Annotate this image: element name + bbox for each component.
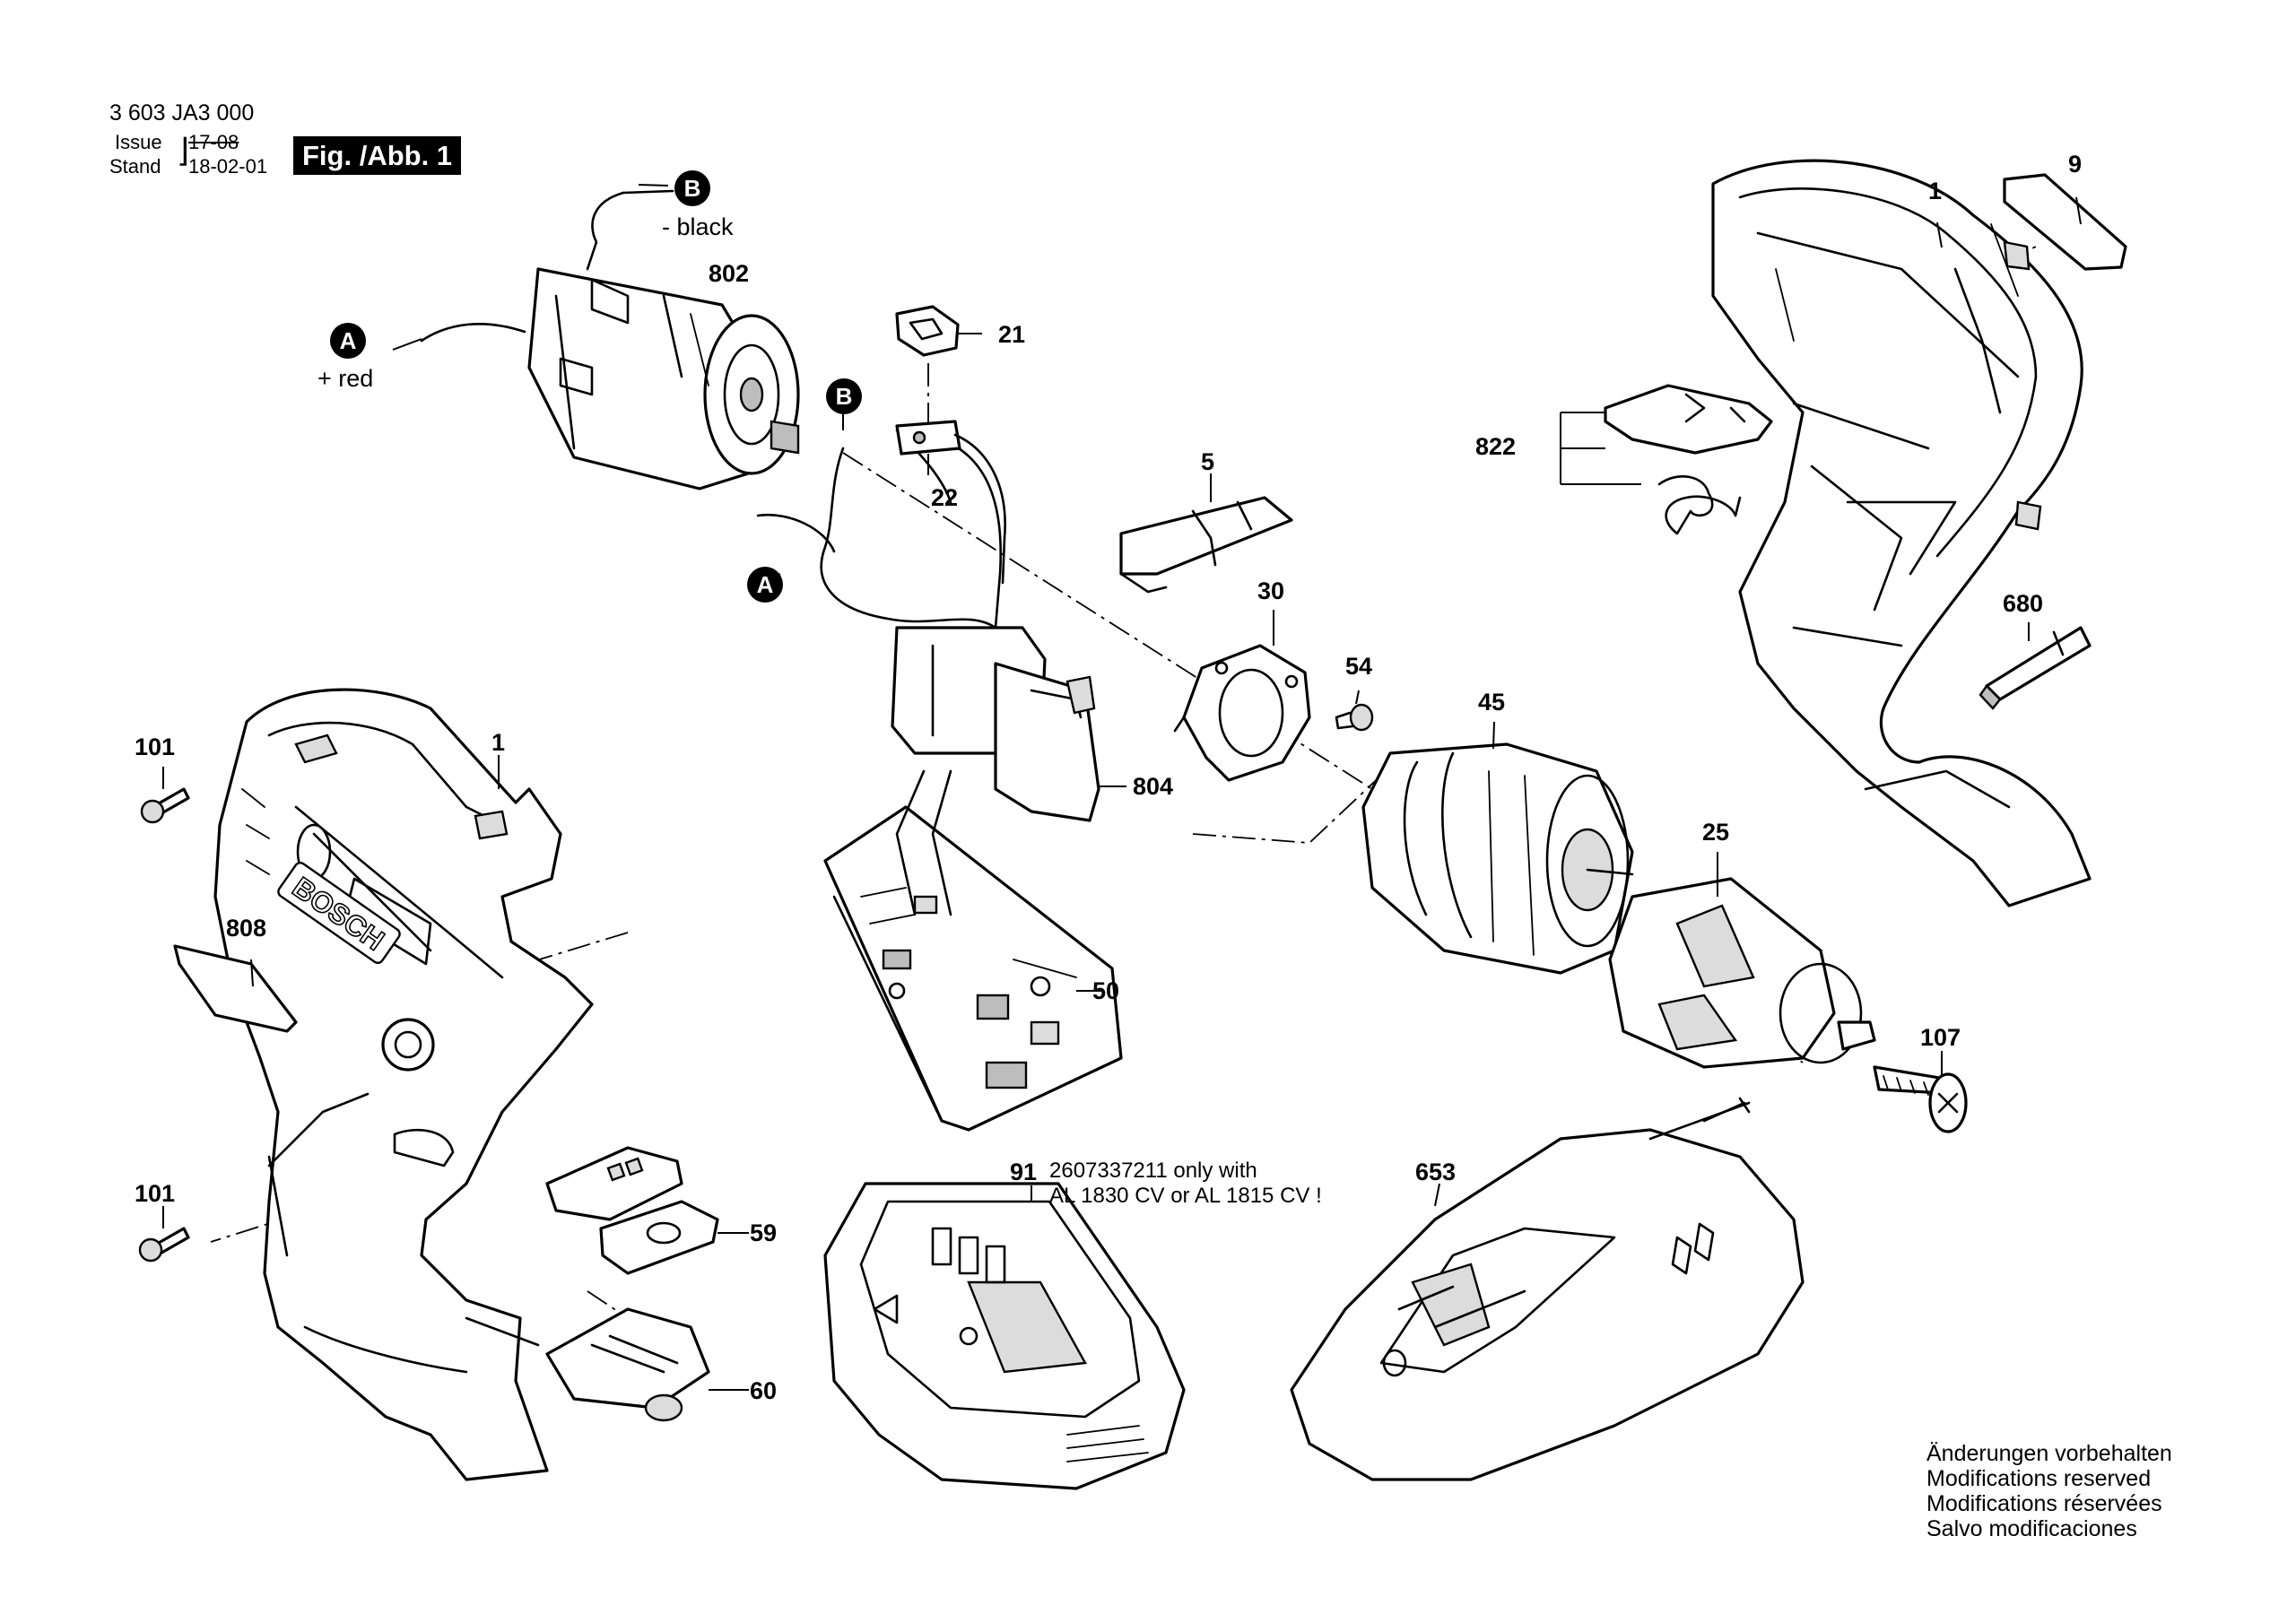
part-22-sensor (895, 420, 1006, 585)
issue-value: 17-08 (188, 131, 239, 153)
label-part-653: 653 (1415, 1159, 1457, 1185)
label-part-804: 804 (1133, 773, 1174, 800)
stand-value: 18-02-01 (188, 155, 268, 178)
modification-notes: Änderungen vorbehalten Modifications res… (1926, 1441, 2172, 1541)
note-english: Modifications reserved (1926, 1466, 2152, 1491)
bracket-glyph: ⌋ (177, 132, 190, 169)
part-822-trigger (1604, 384, 1773, 535)
label-part-9: 9 (2068, 151, 2083, 178)
label-part-25: 25 (1702, 819, 1730, 846)
part-5-slide (1119, 496, 1293, 594)
part-9-label (2003, 173, 2127, 271)
part-25-chuck (1608, 877, 1876, 1069)
label-part-680: 680 (2003, 590, 2044, 617)
connector-a-badge-motor: A (330, 323, 366, 359)
figure-title: Fig. /Abb. 1 (293, 136, 462, 175)
part-653-charger (1290, 1097, 1805, 1481)
label-part-1-right: 1 (1928, 178, 1943, 204)
part-91-note-line2: AL 1830 CV or AL 1815 CV ! (1049, 1184, 1322, 1208)
label-part-54: 54 (1345, 653, 1373, 680)
part-30-bracket (1173, 644, 1311, 782)
part-804-switch (891, 626, 1100, 822)
label-part-822: 822 (1475, 433, 1517, 460)
part-54-screw (1335, 703, 1374, 732)
label-part-60: 60 (750, 1377, 778, 1404)
connector-a-note: + red (317, 365, 374, 392)
leader-lines (162, 184, 2082, 1391)
label-part-30: 30 (1257, 577, 1285, 604)
connector-a-badge-switch: A (747, 567, 783, 603)
part-91-note-line1: 2607337211 only with (1049, 1159, 1257, 1183)
part-45-gearbox (1361, 742, 1634, 975)
part-680-bit (1979, 626, 2092, 710)
document-number: 3 603 JA3 000 (109, 100, 255, 126)
label-part-5: 5 (1201, 448, 1215, 475)
part-59-cover (545, 1146, 719, 1275)
connector-b-badge-motor: B (674, 170, 710, 206)
connector-b-badge-switch: B (826, 378, 862, 414)
label-part-808: 808 (226, 915, 267, 942)
label-part-802: 802 (709, 260, 750, 287)
note-german: Änderungen vorbehalten (1926, 1441, 2172, 1466)
label-part-1-left: 1 (491, 729, 506, 756)
label-part-45: 45 (1478, 689, 1506, 716)
label-part-59: 59 (750, 1219, 778, 1246)
part-101-screw-upper (140, 787, 190, 824)
part-101-screw-lower (138, 1227, 190, 1263)
connector-b-note: - black (662, 213, 734, 240)
part-50-pcb (823, 769, 1123, 1132)
label-part-107: 107 (1920, 1024, 1961, 1051)
part-107-screw (1873, 1065, 1968, 1133)
motor-802 (420, 189, 800, 490)
label-part-101-lower: 101 (135, 1180, 176, 1207)
issue-label: Issue (115, 131, 162, 153)
part-1-housing-right (1711, 159, 2092, 907)
label-part-91: 91 (1010, 1159, 1038, 1185)
part-60-cover (545, 1307, 710, 1422)
part-91-battery (823, 1182, 1186, 1490)
label-part-50: 50 (1092, 977, 1120, 1004)
label-part-21: 21 (998, 321, 1026, 348)
part-1-housing-left: BOSCH (213, 688, 594, 1481)
label-part-101-upper: 101 (135, 733, 176, 760)
stand-label: Stand (109, 155, 161, 178)
label-part-22: 22 (931, 484, 959, 511)
part-21-cap (895, 305, 960, 357)
note-french: Modifications réservées (1926, 1491, 2162, 1516)
note-spanish: Salvo modificaciones (1926, 1516, 2137, 1541)
wire-harness (756, 429, 1002, 629)
